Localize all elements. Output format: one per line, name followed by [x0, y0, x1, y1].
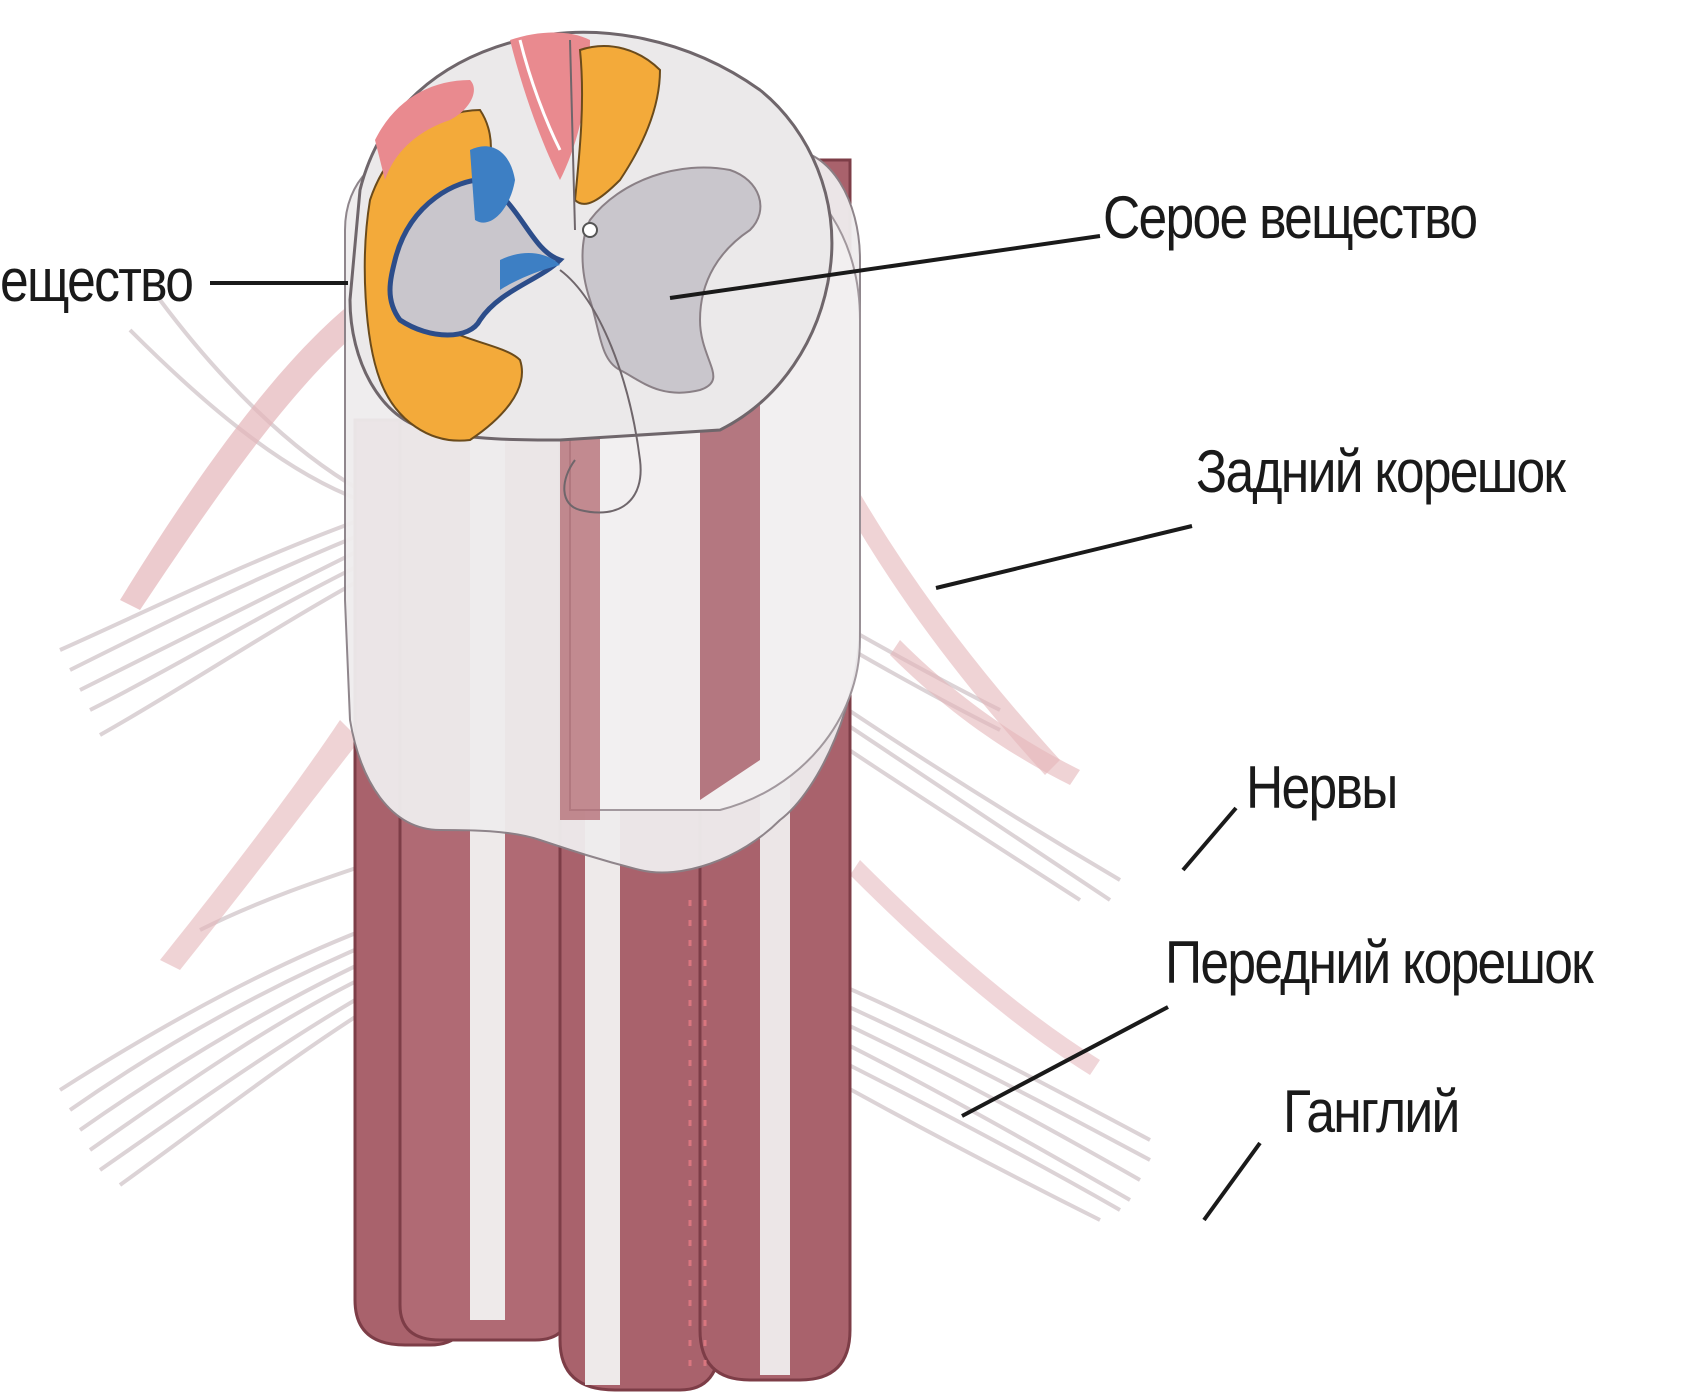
ventral-root-leader: [962, 1007, 1168, 1116]
ventral-root-label: Передний корешок: [1165, 933, 1592, 993]
nerves-label: Нервы: [1246, 758, 1397, 818]
right-middle-root-red: [890, 640, 1080, 785]
white-matter-label: ещество: [0, 251, 192, 311]
ganglion-label: Ганглий: [1283, 1082, 1459, 1142]
dorsal-root-label: Задний корешок: [1196, 442, 1564, 502]
dorsal-root-leader: [936, 526, 1192, 588]
left-upper-root-red: [120, 300, 360, 610]
left-lower-root-red: [160, 720, 360, 970]
ganglion-leader: [1204, 1143, 1260, 1220]
gray-matter-label: Серое вещество: [1103, 188, 1476, 248]
spinal-cord-body: [345, 32, 860, 1390]
nerves-leader: [1183, 808, 1236, 870]
